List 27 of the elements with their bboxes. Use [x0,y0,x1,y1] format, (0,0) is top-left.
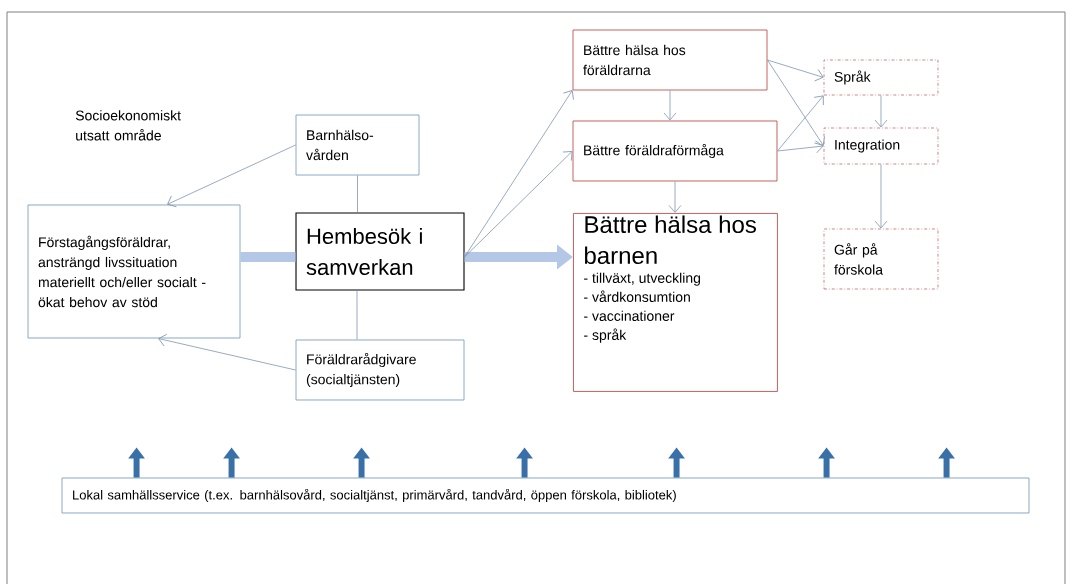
outcome-box: Går på förskola [823,228,939,290]
arrow [668,181,682,213]
arrow [464,151,573,258]
process-box: Föräldrarådgivare (socialtjänsten) [295,339,465,401]
arrow [167,144,296,208]
process-box: Förstagångsföräldrar, ansträngd livssituation materiellt och/eller socialt - ökat behov av stöd [27,204,241,339]
process-box: Lokal samhällsservice (t.ex. barnhälsovård, socialtjänst, primärvård, tandvård, öppen förskola, bibliotek) [61,477,1030,514]
arrow [767,59,825,146]
connector-line [356,290,358,340]
arrow [464,90,574,258]
arrow [767,59,824,82]
arrow [663,90,677,121]
process-box: Barnhälso-vården [295,114,420,176]
outcome-box: Bättre hälsa hos föräldrarna [572,29,768,91]
outcome-box: Integration [823,127,939,165]
area-label: Socioekonomiskt utsatt område [75,110,181,141]
arrow [874,94,888,128]
arrow [874,163,888,229]
outcome-box: Bättre föräldraförmåga [572,120,778,182]
arrow [777,95,824,152]
outcome-box: Bättre hälsa hos barnen - tillväxt, utveckling - vårdkonsumtion - vaccinationer - språk [573,213,778,392]
band [240,252,296,262]
arrow [158,333,296,371]
process-box: Hembesök i samverkan [295,212,465,291]
outcome-box: Språk [823,59,939,96]
arrow [777,140,824,154]
connector-line [357,175,358,213]
